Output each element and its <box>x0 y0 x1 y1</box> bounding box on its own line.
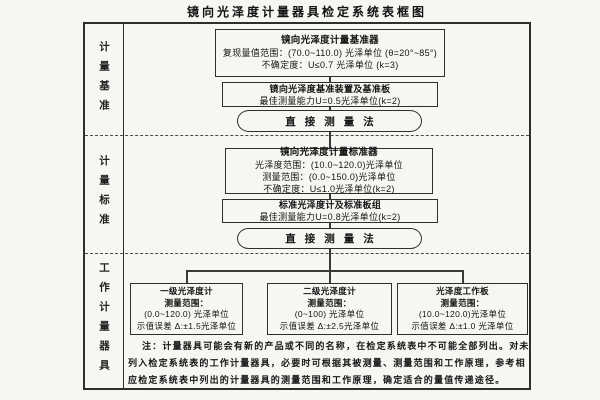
box-line: 一级光泽度计 <box>160 286 213 296</box>
footnote-line: 应检定系统表中列出的计量器具的测量范围和工作原理，确定适合的量值传递途径。 <box>128 375 506 385</box>
footnote-line: 列入检定系统表的工作计量器具，必要时可根据其被测量、测量范围和工作原理，参考相 <box>128 358 526 368</box>
grade1-glossmeter-box: 一级光泽度计 测量范围： (0.0~120.0) 光泽单位 示值误差 Δ:±1.… <box>130 283 243 335</box>
connector <box>329 249 331 270</box>
section-label-benchmark: 计量基准 <box>98 40 110 119</box>
connector <box>462 270 464 283</box>
box-line: 光泽度范围：(10.0~120.0)光泽单位 <box>255 160 403 170</box>
category-column: 计量基准 计量标准 工作计量器具 <box>85 24 124 388</box>
connector <box>329 107 331 112</box>
primary-standard-box: 镜向光泽度计量基准器 复现量值范围：(70.0~110.0) 光泽单位 (θ=2… <box>215 29 445 77</box>
footnote-line: 注：计量器具可能会有新的产品或不同的名称，在检定系统表中不可能全部列出。对未 <box>142 341 530 351</box>
working-plate-box: 光泽度工作板 测量范围： (10.0~120.0)光泽单位 示值误差 Δ:±1.… <box>397 283 528 335</box>
box-line: 光泽度工作板 <box>436 286 489 296</box>
connector <box>329 77 331 82</box>
page-title: 镜向光泽度计量器具检定系统表框图 <box>186 5 427 19</box>
box-line: 测量范围： <box>440 297 485 308</box>
box-line: 测量范围： <box>164 297 209 308</box>
box-line: 镜向光泽度计量基准器 <box>280 35 379 46</box>
box-line: 不确定度：U≤1.0光泽单位(k=2) <box>263 184 395 194</box>
branch-connector <box>186 270 463 272</box>
verification-scheme-table: 计量基准 计量标准 工作计量器具 镜向光泽度计量基准器 复现量值范围：(70.0… <box>83 22 531 390</box>
direct-measurement-oval-2: 直接测量法 <box>237 228 422 249</box>
footnote: 注：计量器具可能会有新的产品或不同的名称，在检定系统表中不可能全部列出。对未 列… <box>128 338 530 389</box>
primary-device-box: 镜向光泽度基准装置及基准板 最佳测量能力U=0.5光泽单位(k=2) <box>222 82 438 107</box>
connector <box>329 132 331 148</box>
connector <box>329 223 331 229</box>
box-line: 最佳测量能力U=0.5光泽单位(k=2) <box>259 95 401 106</box>
box-line: 示值误差 Δ:±2.5光泽单位 <box>279 320 380 331</box>
box-line: (10.0~120.0)光泽单位 <box>418 309 507 319</box>
section-label-working: 工作计量器具 <box>98 262 110 379</box>
connector <box>329 194 331 199</box>
box-line: 不确定度：U≤0.7 光泽单位 (k=3) <box>261 60 399 70</box>
box-line: 示值误差 Δ:±1.0 光泽单位 <box>411 320 514 331</box>
grade2-glossmeter-box: 二级光泽度计 测量范围： (0~100) 光泽单位 示值误差 Δ:±2.5光泽单… <box>267 283 392 335</box>
box-line: 测量范围： <box>307 297 352 308</box>
section-divider-1 <box>85 135 529 136</box>
box-line: 测量范围：(0.0~150.0)光泽单位 <box>262 172 396 182</box>
connector <box>329 270 331 283</box>
section-label-standard: 计量标准 <box>98 155 110 233</box>
section-divider-2 <box>85 253 529 254</box>
box-line: 镜向光泽度计量标准器 <box>279 147 378 158</box>
box-line: (0.0~120.0) 光泽单位 <box>144 309 229 319</box>
standard-set-box: 标准光泽度计及标准板组 最佳测量能力U=0.8光泽单位(k=2) <box>222 199 438 223</box>
box-line: 复现量值范围：(70.0~110.0) 光泽单位 (θ=20°~85°) <box>222 48 438 58</box>
box-line: 标准光泽度计及标准板组 <box>278 200 382 210</box>
box-line: 镜向光泽度基准装置及基准板 <box>269 83 391 94</box>
standard-meter-box: 镜向光泽度计量标准器 光泽度范围：(10.0~120.0)光泽单位 测量范围：(… <box>225 147 433 194</box>
connector <box>186 270 188 283</box>
direct-measurement-oval-1: 直接测量法 <box>237 110 422 132</box>
box-line: (0~100) 光泽单位 <box>294 309 365 319</box>
box-line: 最佳测量能力U=0.8光泽单位(k=2) <box>259 212 401 222</box>
box-line: 二级光泽度计 <box>303 286 356 296</box>
box-line: 示值误差 Δ:±1.5光泽单位 <box>136 320 237 331</box>
